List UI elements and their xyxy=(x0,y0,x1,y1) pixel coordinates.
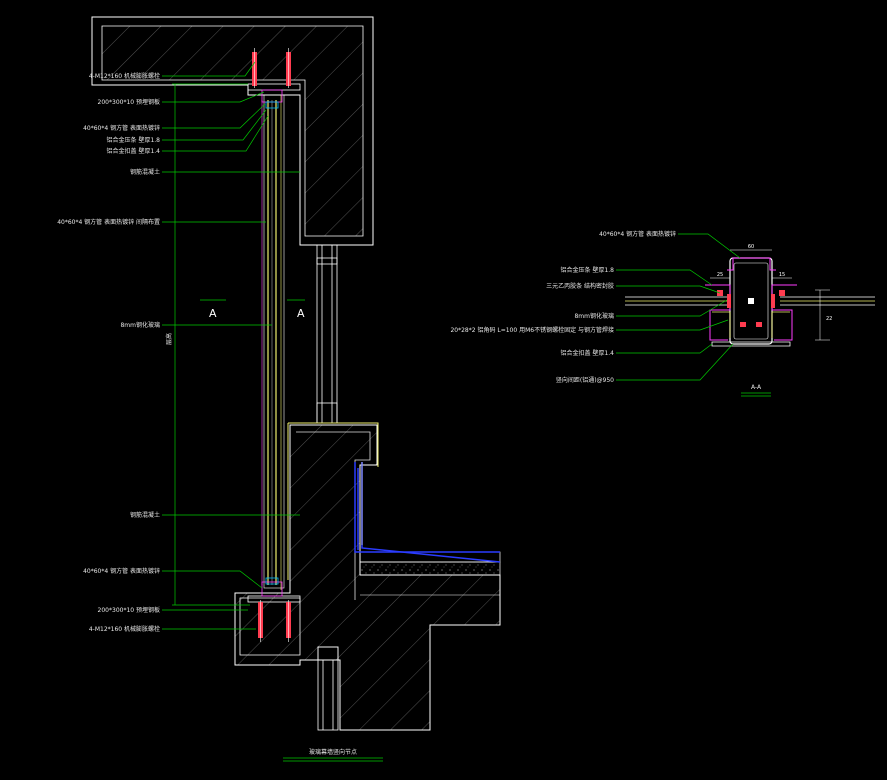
dim-depth: 22 xyxy=(826,316,832,322)
main-title: 玻璃幕墙竖向节点 xyxy=(309,748,357,756)
curtain-wall-glass xyxy=(261,94,285,590)
window-frame-column xyxy=(316,244,338,424)
label-steel-tube-bottom: 40*60*4 钢方管 表面热镀锌 xyxy=(83,567,160,575)
label-anchor-bolt-top: 4-M12*160 机械膨胀螺栓 xyxy=(89,72,160,80)
section-mark-a-right: A xyxy=(297,307,305,320)
detail-label-glass: 8mm钢化玻璃 xyxy=(574,312,614,320)
dim-tube-width: 60 xyxy=(748,244,754,250)
label-mullion: 40*60*4 钢方管 表面热镀锌 间隔布置 xyxy=(57,218,160,226)
label-glass: 8mm钢化玻璃 xyxy=(120,321,160,329)
detail-leaders xyxy=(616,233,771,397)
detail-label-gasket: 三元乙丙胶条 结构密封胶 xyxy=(546,282,614,290)
main-labels: 4-M12*160 机械膨胀螺栓 200*300*10 预埋钢板 40*60*4… xyxy=(57,72,357,756)
section-mark-a-left: A xyxy=(209,307,217,320)
height-dimension: 层高 xyxy=(165,333,173,345)
detail-label-spacing: 竖向间距(铝通)@950 xyxy=(556,376,614,384)
dim-right: 15 xyxy=(779,272,785,278)
detail-label-cover-cap: 铝合金扣盖 壁厚1.4 xyxy=(561,349,615,357)
detail-label-pressure-strip: 铝合金压条 壁厚1.8 xyxy=(561,266,615,274)
label-anchor-bolt-bottom: 4-M12*160 机械膨胀螺栓 xyxy=(89,625,160,633)
lower-window-frame xyxy=(317,646,339,731)
label-cover-cap-top: 铝合金扣盖 壁厚1.4 xyxy=(107,147,161,155)
bottom-anchor-assembly xyxy=(247,577,301,642)
detail-label-steel-tube: 40*60*4 钢方管 表面热镀锌 xyxy=(599,230,676,238)
label-embed-plate-top: 200*300*10 预埋钢板 xyxy=(98,98,160,106)
detail-labels: 40*60*4 钢方管 表面热镀锌 铝合金压条 壁厚1.8 三元乙丙胶条 结构密… xyxy=(450,230,761,391)
main-leaders xyxy=(162,61,383,762)
top-anchor-assembly xyxy=(247,48,301,109)
label-steel-tube-top: 40*60*4 钢方管 表面热镀锌 xyxy=(83,124,160,132)
label-concrete-bottom: 钢筋混凝土 xyxy=(130,511,160,519)
upper-concrete-beam xyxy=(91,16,374,246)
detail-section-a-a: 60 25 15 22 xyxy=(625,244,875,347)
dim-left: 25 xyxy=(717,272,723,278)
label-pressure-strip-top: 铝合金压条 壁厚1.8 xyxy=(107,136,161,144)
label-embed-plate-bottom: 200*300*10 预埋钢板 xyxy=(98,606,160,614)
waterproof-membrane xyxy=(354,462,501,563)
detail-label-angle: 20*28*2 铝角码 L=100 用M6不锈钢螺栓固定 与钢方管焊接 xyxy=(450,326,614,334)
lower-concrete-slab xyxy=(234,424,501,731)
label-concrete-top: 钢筋混凝土 xyxy=(130,168,160,176)
detail-title: A-A xyxy=(751,384,762,391)
